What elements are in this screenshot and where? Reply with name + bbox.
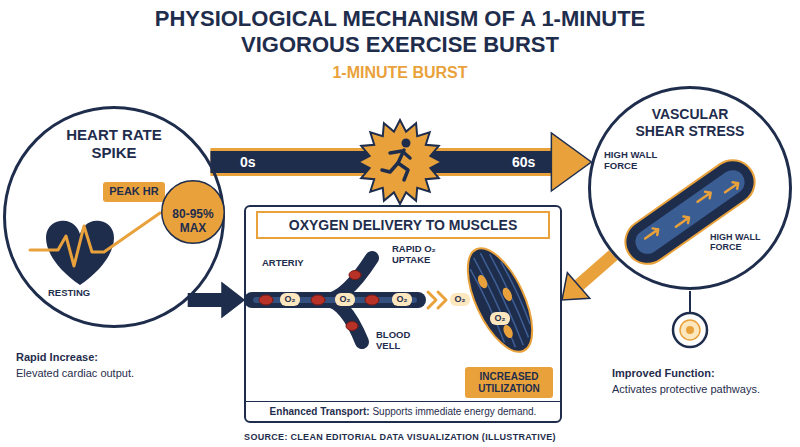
note-lead: Rapid Increase: bbox=[16, 350, 98, 364]
peak-tag: PEAK HR bbox=[103, 182, 165, 202]
artery-label: ARTERIY bbox=[262, 258, 304, 269]
arrow-head bbox=[551, 133, 591, 191]
time-end: 60s bbox=[512, 154, 535, 170]
force-label: HIGH WALL FORCE bbox=[710, 232, 764, 253]
note-text: Elevated cardiac output. bbox=[16, 366, 134, 380]
cell-icon bbox=[673, 313, 707, 347]
blood-cell bbox=[346, 322, 358, 331]
box-text: INCREASED UTILIZATION bbox=[470, 371, 548, 394]
burst-label: 1-MINUTE BURST bbox=[0, 64, 800, 82]
shear-arrow bbox=[674, 214, 692, 230]
burst-icon bbox=[358, 120, 442, 204]
shear-arrow bbox=[723, 180, 741, 196]
oxygen-panel: Enhanced Transport: Supports immediate e… bbox=[244, 205, 562, 423]
tag-text: PEAK HR bbox=[109, 185, 159, 198]
flow-chevron bbox=[428, 292, 446, 308]
muscle-fibre bbox=[490, 254, 530, 338]
shear-stress-circle: VASCULAR SHEAR STRESS bbox=[588, 86, 792, 290]
shear-arrow bbox=[695, 189, 713, 205]
shear-arrow bbox=[643, 226, 661, 242]
resting-label: RESTING bbox=[48, 288, 90, 299]
heart-rate-circle: HEART RATE SPIKE PEAK HR 80-95% MAX bbox=[3, 106, 225, 328]
mitochondria bbox=[501, 286, 514, 302]
blood-cell bbox=[311, 295, 325, 305]
force-label: HIGH WALL FORCE bbox=[604, 150, 666, 172]
value-text: 80-95% MAX bbox=[167, 208, 219, 236]
artery-illustration bbox=[252, 258, 446, 342]
oxygen-mark: O₂ bbox=[490, 312, 510, 325]
vessel-illustration bbox=[617, 152, 763, 273]
panel-heading: OXYGEN DELIVERY TO MUSCLES bbox=[256, 211, 550, 239]
cell-icon bbox=[680, 320, 700, 340]
cell-icon bbox=[686, 326, 694, 334]
cell-icon bbox=[689, 291, 691, 312]
utilization-box: INCREASED UTILIZATION bbox=[465, 367, 553, 398]
mitochondria bbox=[476, 266, 528, 340]
mitochondria bbox=[502, 324, 515, 340]
heart-icon bbox=[30, 213, 160, 266]
arrow-shaft bbox=[575, 255, 613, 288]
caption: SOURCE: CLEAN EDITORIAL DATA VISUALIZATI… bbox=[0, 432, 800, 442]
circle-heading: HEART RATE SPIKE bbox=[58, 126, 170, 162]
oxygen-mark: O₂ bbox=[392, 293, 412, 306]
peak-value-circle: 80-95% MAX bbox=[161, 180, 225, 244]
muscle-fibre bbox=[466, 246, 538, 352]
muscle-fibre bbox=[480, 252, 524, 345]
runner-icon bbox=[402, 139, 411, 148]
blood-cell bbox=[259, 295, 273, 305]
muscle-fibre bbox=[470, 269, 506, 343]
vessel-illustration bbox=[617, 152, 763, 273]
title: PHYSIOLOGICAL MECHANISM OF A 1-MINUTE VI… bbox=[100, 6, 700, 58]
time-start: 0s bbox=[240, 154, 256, 170]
flow-chevron bbox=[438, 292, 446, 308]
circle-outline bbox=[5, 108, 224, 327]
vessel-label: BLOOD VELL bbox=[376, 330, 416, 352]
oxygen-mark: O₂ bbox=[335, 293, 355, 306]
note-text: Activates protective pathways. bbox=[612, 382, 760, 396]
runner-icon bbox=[390, 151, 410, 158]
uptake-label: RAPID O₂ UPTAKE bbox=[392, 244, 454, 266]
circle-heading: VASCULAR SHEAR STRESS bbox=[628, 106, 752, 140]
footer-text: Supports immediate energy demand. bbox=[372, 406, 536, 417]
arrow-head bbox=[562, 273, 590, 300]
heart-icon bbox=[30, 213, 160, 285]
blood-cell bbox=[349, 271, 361, 280]
note-lead: Improved Function: bbox=[612, 366, 715, 380]
arrow-shaft bbox=[188, 293, 227, 307]
mitochondria bbox=[476, 274, 489, 290]
runner-icon bbox=[382, 139, 411, 181]
footer-lead: Enhanced Transport: bbox=[270, 406, 370, 417]
panel-footer: Enhanced Transport: Supports immediate e… bbox=[246, 401, 560, 421]
blood-cell bbox=[259, 271, 379, 331]
blood-cell bbox=[365, 295, 379, 305]
feedback-arrow bbox=[562, 255, 613, 300]
oxygen-mark: O₂ bbox=[450, 293, 470, 306]
circle-outline bbox=[162, 181, 225, 244]
flow-chevron bbox=[428, 292, 436, 308]
cell-icon bbox=[673, 291, 707, 347]
starburst bbox=[358, 120, 442, 204]
arrow-head bbox=[222, 283, 244, 317]
runner-icon bbox=[398, 163, 408, 180]
muscle-fibre bbox=[474, 257, 517, 347]
circle-outline bbox=[590, 88, 791, 289]
runner-icon bbox=[382, 163, 398, 172]
artery-illustration bbox=[325, 300, 362, 342]
oxygen-mark: O₂ bbox=[280, 293, 300, 306]
